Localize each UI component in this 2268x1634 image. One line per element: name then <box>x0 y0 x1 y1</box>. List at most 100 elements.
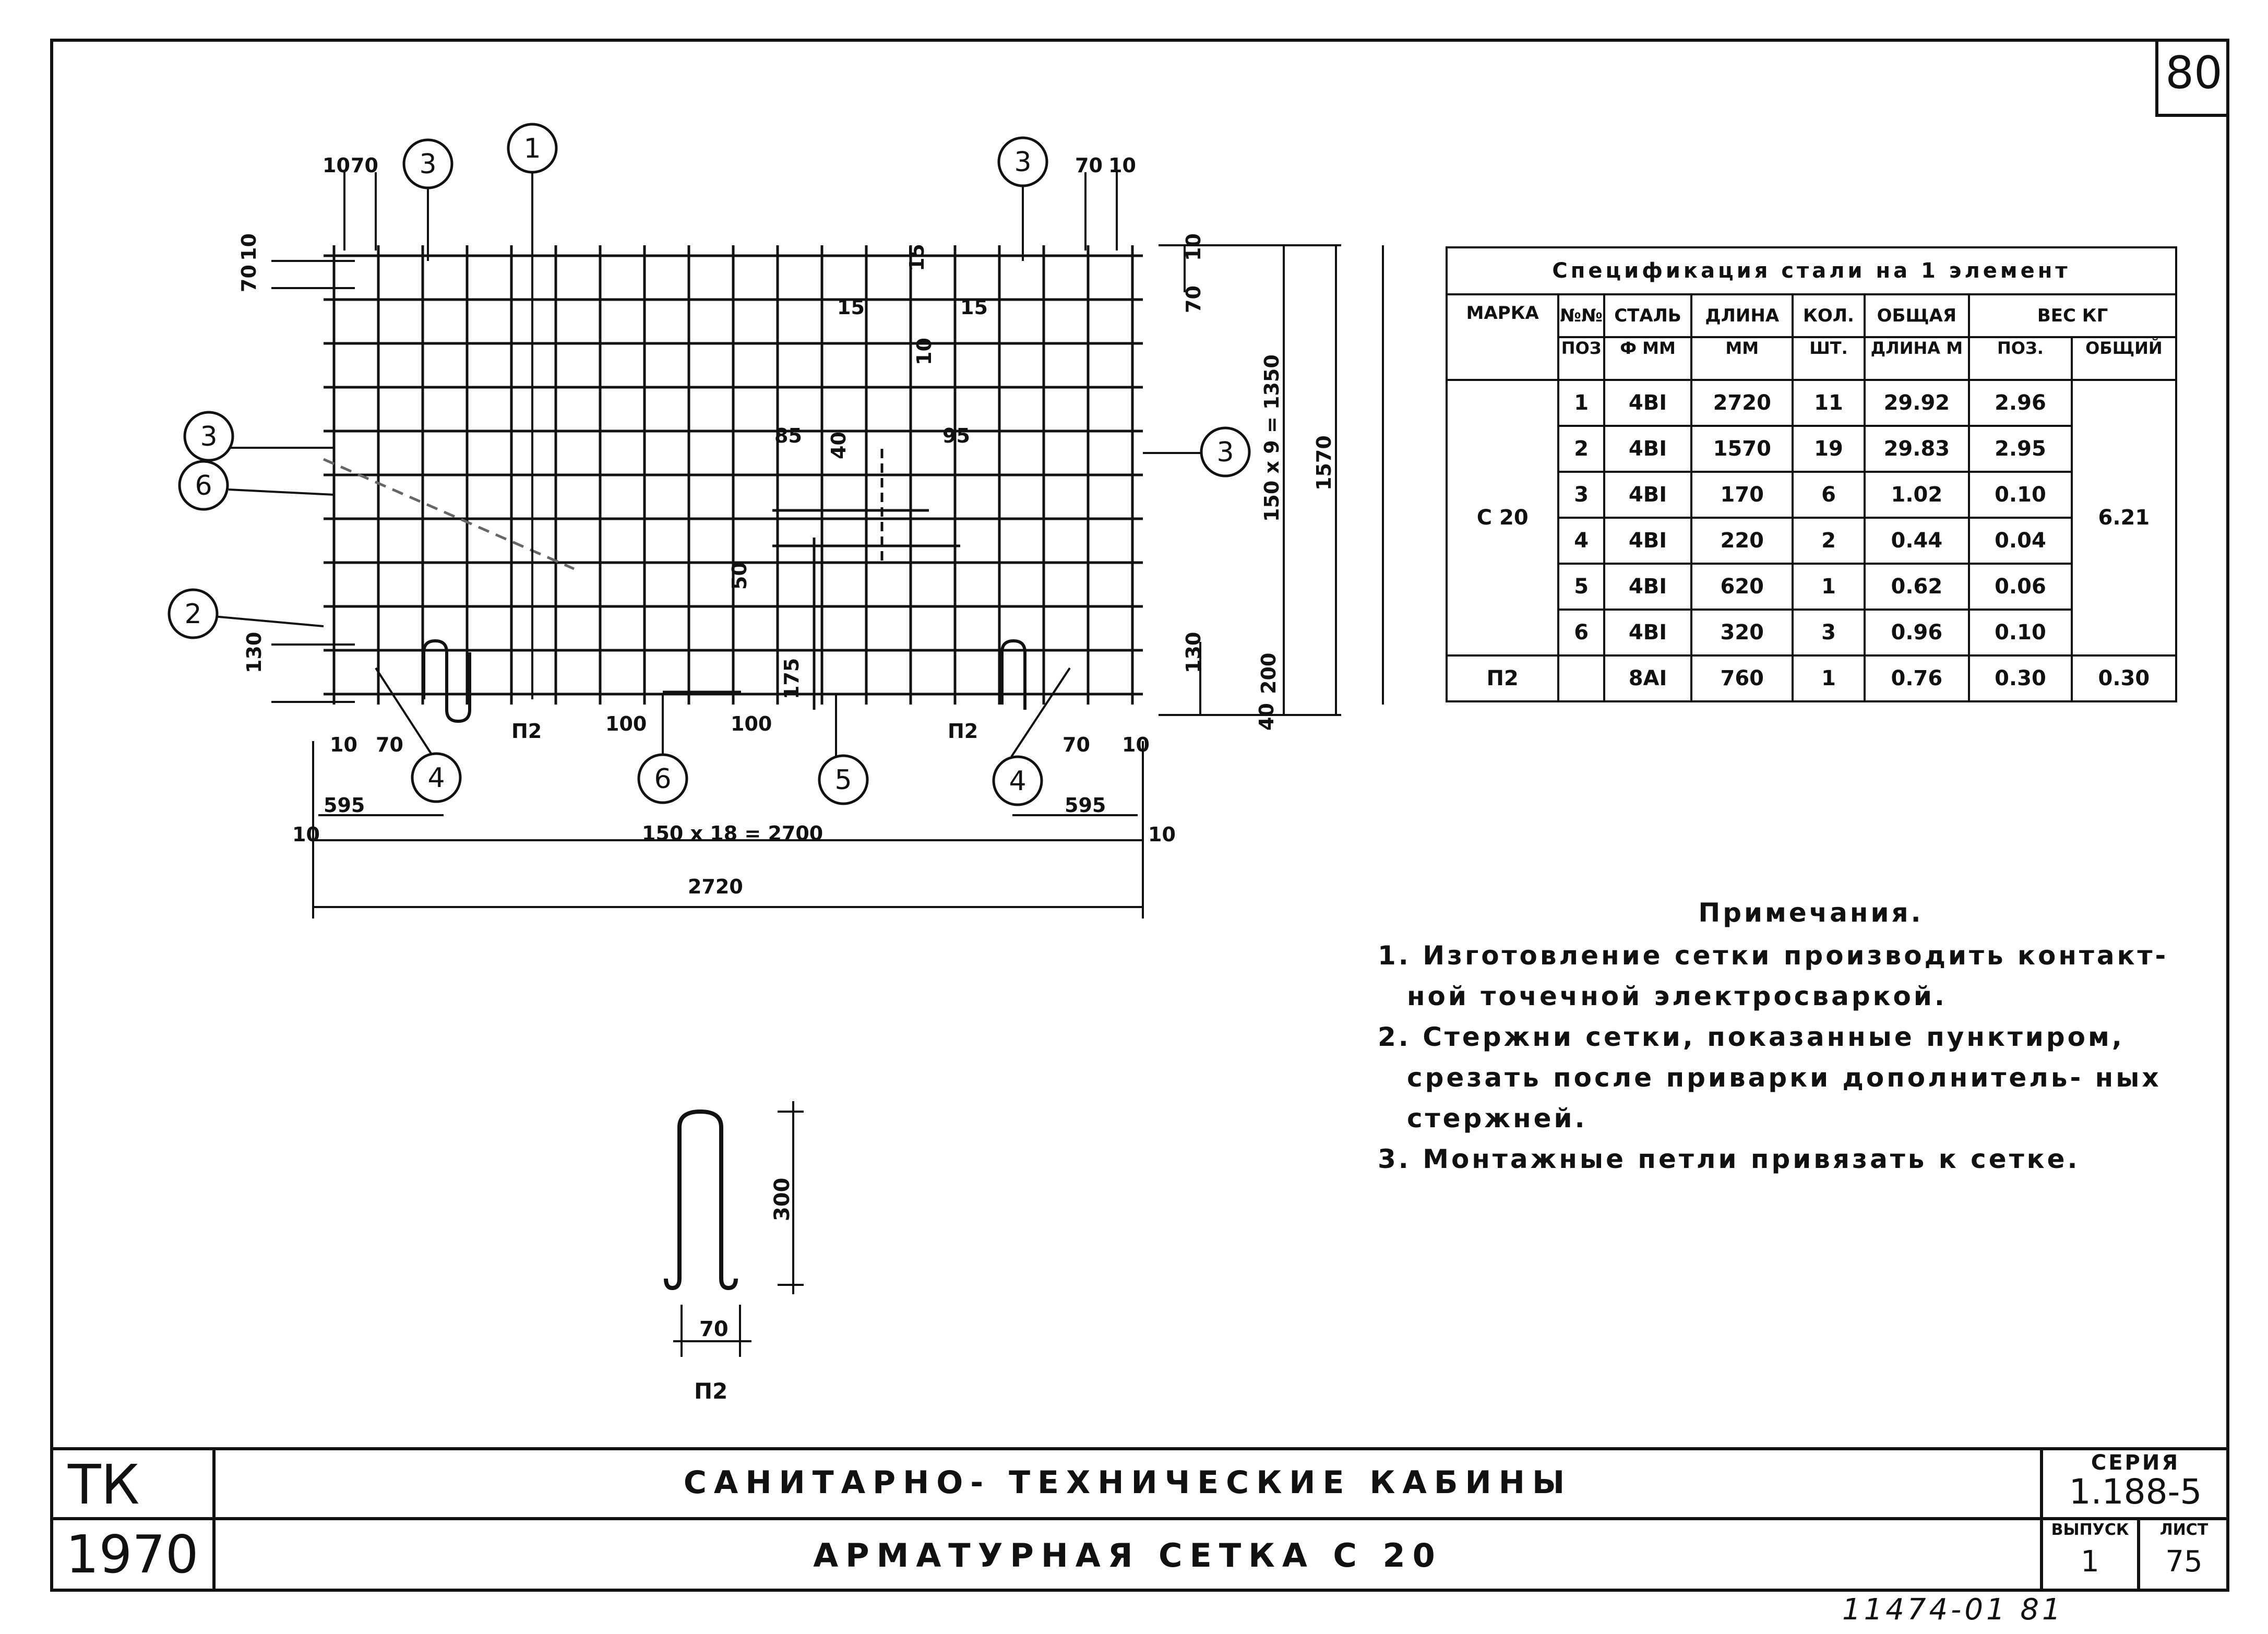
hdr-pos-bottom: ПОЗ <box>1557 336 1605 381</box>
callout-3-side: 3 <box>200 421 217 452</box>
row6-steel: 4BI <box>1603 609 1693 657</box>
note-1: 1. Изготовление сетки производить контак… <box>1378 940 2169 1011</box>
loop-dim-70: 70 <box>699 1317 729 1341</box>
dim-40-bottom: 40 <box>1255 703 1278 731</box>
reinforcement-mesh <box>324 245 1143 705</box>
row5-weight: 0.06 <box>1968 563 2073 611</box>
dim-130-right: 130 <box>1182 632 1205 673</box>
dim-10-right: 10 <box>1148 823 1176 846</box>
table-row: 5 4BI 620 1 0.62 0.06 <box>1447 563 2176 611</box>
hdr-weight-total: ОБЩИЙ <box>2070 336 2178 381</box>
row2-total: 29.83 <box>1863 425 1971 473</box>
loop-detail-dims <box>673 1101 804 1357</box>
row2-pos: 2 <box>1557 425 1605 473</box>
sheet-number-box <box>2155 39 2229 117</box>
additional-bars <box>323 449 960 710</box>
callout-3-right-side: 3 <box>1216 437 1234 468</box>
dim-10-mid: 10 <box>913 338 936 365</box>
dim-175: 175 <box>780 658 803 699</box>
p2-qty: 1 <box>1792 654 1866 702</box>
row2-weight: 2.95 <box>1968 425 2073 473</box>
dim-15-b: 15 <box>960 296 988 319</box>
row5-pos: 5 <box>1557 563 1605 611</box>
row1-length: 2720 <box>1690 379 1794 427</box>
row6-length: 320 <box>1690 609 1794 657</box>
row1-pos: 1 <box>1557 379 1605 427</box>
row4-steel: 4BI <box>1603 517 1693 565</box>
lifting-loops-on-mesh <box>422 639 1026 723</box>
row6-qty: 3 <box>1792 609 1866 657</box>
title-block-lines <box>50 1447 2229 1592</box>
hdr-length-top: ДЛИНА <box>1690 293 1794 338</box>
note-3: 3. Монтажные петли привязать к сетке. <box>1378 1144 2080 1174</box>
dim-85: 85 <box>774 424 802 447</box>
dim-50: 50 <box>728 562 751 590</box>
tb-project-title: САНИТАРНО- ТЕХНИЧЕСКИЕ КАБИНЫ <box>683 1464 1572 1501</box>
dimension-labels-vertical: 150 x 9 = 1350 1570 200 130 10 70 70 10 … <box>237 233 1335 731</box>
callout-4-left: 4 <box>427 762 445 794</box>
row4-qty: 2 <box>1792 517 1866 565</box>
callout-circles <box>168 123 1251 806</box>
p2-steel: 8AI <box>1603 654 1693 702</box>
row5-qty: 1 <box>1792 563 1866 611</box>
table-row: П2 8AI 760 1 0.76 0.30 0.30 <box>1445 654 2178 702</box>
row5-steel: 4BI <box>1603 563 1693 611</box>
p2-mark: П2 <box>1445 654 1560 702</box>
hdr-pos-top: №№ <box>1557 293 1605 338</box>
table-row: 3 4BI 170 6 1.02 0.10 <box>1447 471 2176 519</box>
table-row: 2 4BI 1570 19 29.83 2.95 <box>1447 425 2176 473</box>
dim-overall-width: 2720 <box>688 875 743 898</box>
dim-15-a: 15 <box>837 296 865 319</box>
hdr-weight-pos: ПОЗ. <box>1968 336 2073 381</box>
loop-dim-300: 300 <box>770 1178 794 1222</box>
dim-70-br: 70 <box>1063 733 1090 756</box>
row5-total: 0.62 <box>1863 563 1971 611</box>
dimension-lines <box>271 172 1384 919</box>
row6-total: 0.96 <box>1863 609 1971 657</box>
row1-qty: 11 <box>1792 379 1866 427</box>
callout-numbers: 1 3 3 3 6 3 2 4 6 5 4 <box>184 133 1234 797</box>
callout-6-bottom: 6 <box>654 764 671 795</box>
dim-70-right-top: 70 <box>1182 285 1205 313</box>
dim-10-br: 10 <box>1122 733 1150 756</box>
hdr-steel-top: СТАЛЬ <box>1603 293 1693 338</box>
row3-weight: 0.10 <box>1968 471 2073 519</box>
dim-overall-height: 1570 <box>1312 435 1335 491</box>
tb-sheet-value: 75 <box>2165 1545 2203 1579</box>
p2-length: 760 <box>1690 654 1794 702</box>
dim-200: 200 <box>1257 653 1280 694</box>
hdr-length-bottom: ММ <box>1690 336 1794 381</box>
hdr-qty-bottom: ШТ. <box>1792 336 1866 381</box>
dim-10-left-top: 10 <box>237 233 260 261</box>
row3-steel: 4BI <box>1603 471 1693 519</box>
table-row: 6 4BI 320 3 0.96 0.10 <box>1447 609 2176 657</box>
callout-1: 1 <box>523 133 541 164</box>
callout-3-left: 3 <box>419 149 436 180</box>
spec-title: Спецификация стали на 1 элемент <box>1446 246 2177 295</box>
callout-5: 5 <box>834 765 852 796</box>
row6-weight: 0.10 <box>1968 609 2073 657</box>
callout-leaders <box>207 157 1200 762</box>
tb-series-value: 1.188-5 <box>2069 1472 2202 1512</box>
steel-spec-table: Спецификация стали на 1 элемент МАРКА №№… <box>1445 246 2178 702</box>
tb-issue-label: ВЫПУСК <box>2051 1521 2129 1539</box>
dim-10-top-left: 10 <box>323 154 350 177</box>
dim-100-a: 100 <box>605 712 647 735</box>
c20-total-weight: 6.21 <box>2070 379 2178 657</box>
sheet-number: 80 <box>2165 47 2223 99</box>
dim-40-mid: 40 <box>827 432 850 459</box>
dim-595-left: 595 <box>324 794 365 817</box>
row1-weight: 2.96 <box>1968 379 2073 427</box>
hdr-steel-bottom: Ф ММ <box>1603 336 1693 381</box>
p2-label-left: П2 <box>511 720 542 743</box>
row3-length: 170 <box>1690 471 1794 519</box>
hdr-qty-top: КОЛ. <box>1792 293 1866 338</box>
dim-bottom-chain: 150 x 18 = 2700 <box>642 822 823 845</box>
hdr-weight: ВЕС КГ <box>1968 293 2177 338</box>
note-2: 2. Стержни сетки, показанные пунктиром, … <box>1378 1022 2162 1134</box>
loop-detail-p2 <box>664 1109 738 1291</box>
dim-10-left: 10 <box>292 823 320 846</box>
row2-qty: 19 <box>1792 425 1866 473</box>
hdr-total-top: ОБЩАЯ <box>1863 293 1971 338</box>
